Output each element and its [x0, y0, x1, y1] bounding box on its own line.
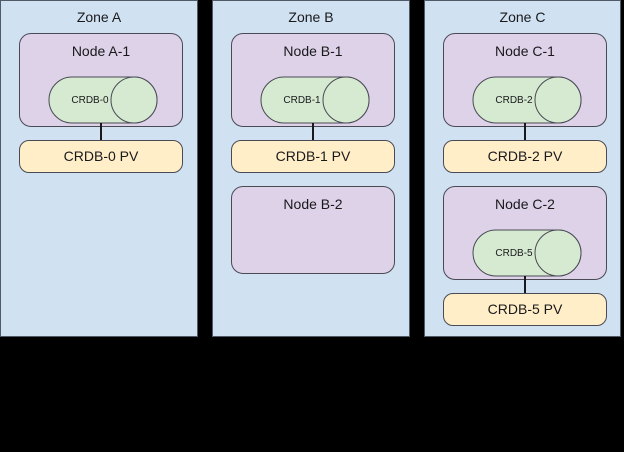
- node-b-2[interactable]: Node B-2: [231, 186, 395, 274]
- pv-crdb-0[interactable]: CRDB-0 PV: [19, 140, 183, 173]
- pv-crdb-0-label: CRDB-0 PV: [63, 148, 139, 164]
- connector-node-a-1-to-crdb-0-pv: [100, 123, 102, 142]
- connector-node-c-2-to-crdb-5-pv: [524, 276, 526, 295]
- pv-crdb-1-label: CRDB-1 PV: [275, 148, 351, 164]
- cylinder-icon: [260, 76, 370, 124]
- connector-node-c-1-to-crdb-2-pv: [524, 123, 526, 142]
- pod-crdb-5[interactable]: CRDB-5: [472, 229, 582, 277]
- cylinder-icon: [48, 76, 158, 124]
- node-a-1-title: Node A-1: [71, 43, 131, 59]
- node-b-1-title: Node B-1: [283, 43, 343, 59]
- pv-crdb-2-label: CRDB-2 PV: [487, 148, 563, 164]
- node-c-1[interactable]: Node C-1 CRDB-2: [443, 33, 607, 127]
- pv-crdb-5[interactable]: CRDB-5 PV: [443, 293, 607, 326]
- node-c-1-title: Node C-1: [495, 43, 555, 59]
- zone-c: Zone C Node C-1 CRDB-2 CRDB-2 PV Node C-…: [424, 0, 621, 337]
- node-c-2[interactable]: Node C-2 CRDB-5: [443, 186, 607, 280]
- pod-crdb-1[interactable]: CRDB-1: [260, 76, 370, 124]
- node-b-1[interactable]: Node B-1 CRDB-1: [231, 33, 395, 127]
- connector-node-b-1-to-crdb-1-pv: [312, 123, 314, 142]
- pv-crdb-1[interactable]: CRDB-1 PV: [231, 140, 395, 173]
- node-b-2-title: Node B-2: [283, 196, 343, 212]
- zone-a-title: Zone A: [76, 9, 122, 25]
- cylinder-icon: [472, 76, 582, 124]
- pod-crdb-2[interactable]: CRDB-2: [472, 76, 582, 124]
- node-a-1[interactable]: Node A-1 CRDB-0: [19, 33, 183, 127]
- zone-b: Zone B Node B-1 CRDB-1 CRDB-1 PV Node B-…: [212, 0, 410, 337]
- pv-crdb-2[interactable]: CRDB-2 PV: [443, 140, 607, 173]
- zone-b-title: Zone B: [288, 9, 334, 25]
- zone-a: Zone A Node A-1 CRDB-0 CRDB-0 PV: [0, 0, 198, 337]
- node-c-2-title: Node C-2: [495, 196, 555, 212]
- pv-crdb-5-label: CRDB-5 PV: [487, 301, 563, 317]
- zone-c-title: Zone C: [499, 9, 546, 25]
- cylinder-icon: [472, 229, 582, 277]
- pod-crdb-0[interactable]: CRDB-0: [48, 76, 158, 124]
